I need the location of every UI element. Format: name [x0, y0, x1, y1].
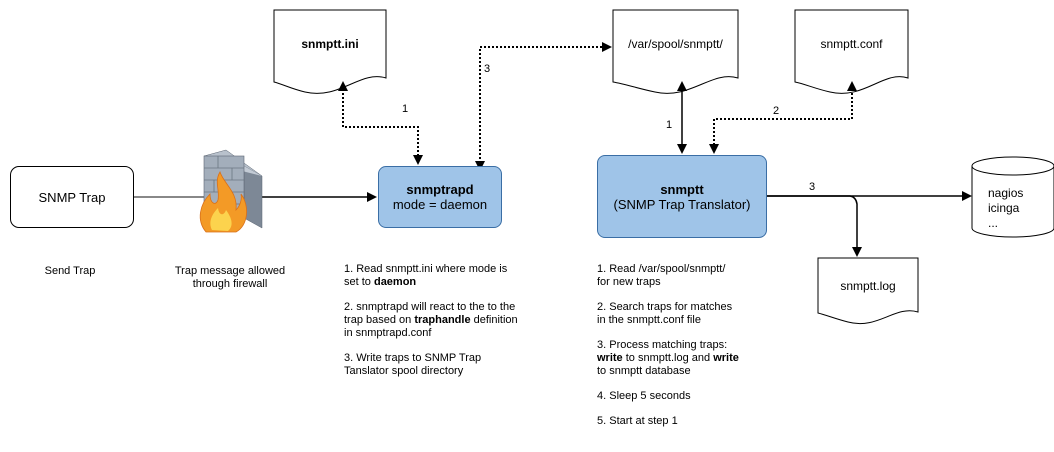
edge-label-conf-snmptt: 2: [773, 105, 780, 117]
database-cylinder-shape: [971, 156, 1054, 238]
snmptt-step-4: 4. Sleep 5 seconds: [597, 390, 797, 403]
snmptrapd-step-2: 2. snmptrapd will react to the to the tr…: [344, 301, 564, 340]
snmptt-log-document-shape: [817, 257, 919, 324]
snmptrapd-step-2-line2a: trap based on: [344, 314, 415, 326]
snmptrapd-step-2-line3: in snmptrapd.conf: [344, 327, 432, 339]
send-trap-caption-text: Send Trap: [44, 265, 96, 277]
snmptrapd-step-2-line2b: definition: [470, 314, 518, 326]
snmptt-step-1-line1: 1. Read /var/spool/snmptt/: [597, 263, 726, 275]
conf-to-snmptt-dotted-arrow: [709, 81, 857, 154]
snmptt-ini-document-shape: [273, 9, 387, 94]
snmptt-to-log-arrow: [766, 195, 862, 257]
snmptrapd-to-spool-dotted-arrow: [475, 42, 612, 171]
snmptt-step-5: 5. Start at step 1: [597, 415, 797, 428]
send-trap-caption: Send Trap: [20, 265, 120, 278]
edge-label-ini-trapd: 1: [402, 103, 409, 115]
snmptrapd-steps: 1. Read snmptt.ini where mode is set to …: [344, 263, 564, 390]
snmp-trap-label: SNMP Trap: [38, 189, 106, 205]
snmptt-step-2: 2. Search traps for matches in the snmpt…: [597, 301, 797, 327]
snmptrapd-step-1-bold: daemon: [373, 276, 417, 288]
database-icinga-label: icinga: [988, 201, 1020, 215]
snmptt-step-4-text: 4. Sleep 5 seconds: [597, 390, 691, 402]
snmptrapd-step-1-line1: 1. Read snmptt.ini where mode is: [344, 263, 508, 275]
snmptrapd-title: snmptrapd: [406, 182, 474, 197]
snmptt-step-3: 3. Process matching traps: write to snmp…: [597, 339, 797, 378]
snmptt-subtitle: (SNMP Trap Translator): [613, 196, 751, 212]
snmptt-step-3-line3: to snmptt database: [597, 365, 691, 377]
snmptrapd-step-3-line1: 3. Write traps to SNMP Trap: [344, 352, 482, 364]
snmptt-step-5-text: 5. Start at step 1: [597, 415, 678, 427]
snmptt-ini-label: snmptt.ini: [301, 37, 359, 51]
snmptt-step-3-line1: 3. Process matching traps:: [597, 339, 728, 351]
snmptrapd-mode: mode = daemon: [392, 197, 488, 212]
firewall-caption-line1: Trap message allowed: [174, 265, 286, 277]
firewall-caption: Trap message allowed through firewall: [160, 265, 300, 291]
snmptrapd-node: snmptrapd mode = daemon: [378, 166, 502, 228]
snmptt-step-3-bold2: write: [713, 352, 739, 364]
snmptt-step-2-line1: 2. Search traps for matches: [597, 301, 733, 313]
snmptt-step-3-line2: to snmptt.log and: [622, 352, 714, 364]
snmptt-conf-document-shape: [794, 9, 909, 94]
database-labels: nagios icinga ...: [988, 186, 1023, 231]
spool-dir-document-shape: [612, 9, 739, 94]
snmptrapd-step-2-line1: 2. snmptrapd will react to the to the: [344, 301, 516, 313]
firewall-icon: [199, 149, 263, 233]
snmptrapd-step-1: 1. Read snmptt.ini where mode is set to …: [344, 263, 564, 289]
snmptrapd-step-3-line2: Tanslator spool directory: [344, 365, 464, 377]
snmptt-steps: 1. Read /var/spool/snmptt/ for new traps…: [597, 263, 797, 440]
snmptt-step-2-line2: in the snmptt.conf file: [597, 314, 701, 326]
snmptrapd-step-3: 3. Write traps to SNMP Trap Tanslator sp…: [344, 352, 564, 378]
snmptt-step-1-line2: for new traps: [597, 276, 661, 288]
snmptt-log-label: snmptt.log: [840, 279, 896, 293]
snmp-trap-node: SNMP Trap: [10, 166, 134, 228]
edge-label-spool-snmptt: 1: [666, 119, 673, 131]
spool-dir-label: /var/spool/snmptt/: [628, 37, 723, 51]
snmptrapd-step-2-bold: traphandle: [414, 314, 471, 326]
snmptt-step-1: 1. Read /var/spool/snmptt/ for new traps: [597, 263, 797, 289]
database-nagios-label: nagios: [988, 186, 1024, 200]
snmptt-conf-label: snmptt.conf: [820, 37, 883, 51]
snmptt-step-3-bold1: write: [597, 352, 623, 364]
snmptrapd-step-1-line2: set to: [344, 276, 374, 288]
edge-label-trapd-spool: 3: [484, 63, 491, 75]
edge-label-snmptt-db: 3: [809, 181, 816, 193]
firewall-caption-line2: through firewall: [192, 278, 268, 290]
snmptt-title: snmptt: [660, 181, 704, 197]
ini-to-snmptrapd-dotted-arrow: [338, 81, 423, 165]
snmptt-node: snmptt (SNMP Trap Translator): [597, 155, 767, 238]
database-more-label: ...: [988, 216, 999, 230]
